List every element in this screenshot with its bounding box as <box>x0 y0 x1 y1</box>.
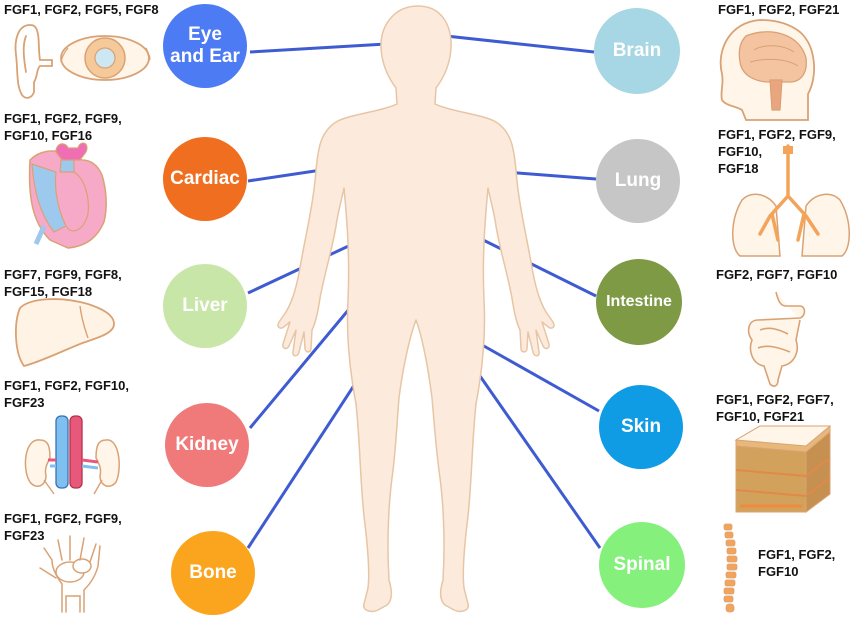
connector-spinal <box>471 365 602 549</box>
connector-skin <box>474 339 600 413</box>
connector-lung <box>504 170 597 181</box>
liver-circle: Liver <box>163 264 247 348</box>
lung-circle: Lung <box>596 139 680 223</box>
skin-factors: FGF1, FGF2, FGF7, FGF10, FGF21 <box>716 392 834 424</box>
brain-name: Brain <box>612 40 662 62</box>
spinal-factors: FGF1, FGF2, FGF10 <box>758 547 836 579</box>
skin-circle: Skin <box>599 385 683 469</box>
spinal-circle: Spinal <box>599 522 685 608</box>
cardiac-circle: Cardiac <box>163 137 247 221</box>
kidney-circle: Kidney <box>165 403 249 487</box>
ear-icon <box>14 24 53 99</box>
kidney-name: Kidney <box>175 434 239 456</box>
cardiac-factors: FGF1, FGF2, FGF9, FGF10, FGF16 <box>4 111 122 143</box>
skin-icon <box>734 425 832 513</box>
eye-ear-factors: FGF1, FGF2, FGF5, FGF8 <box>4 2 159 17</box>
eye-ear-name: Eye and Ear <box>170 24 240 67</box>
intestine-icon <box>747 291 806 387</box>
lung-name: Lung <box>614 170 662 192</box>
connector-kidney <box>248 289 367 429</box>
intestine-circle: Intestine <box>596 259 682 345</box>
kidney-factors: FGF1, FGF2, FGF10, FGF23 <box>4 378 129 410</box>
connector-lines <box>246 34 602 549</box>
eye-ear-circle: Eye and Ear <box>163 4 247 88</box>
connector-eye-ear <box>249 42 387 54</box>
brain-factors: FGF1, FGF2, FGF21 <box>718 2 840 17</box>
connector-bone <box>246 366 368 549</box>
human-body-figure <box>277 5 555 613</box>
skin-name: Skin <box>620 416 662 438</box>
liver-factors: FGF7, FGF9, FGF8, FGF15, FGF18 <box>4 267 122 299</box>
heart-icon <box>28 142 107 249</box>
lung-factors: FGF1, FGF2, FGF9, FGF10, FGF18 <box>718 127 836 176</box>
kidney-icon <box>24 415 120 495</box>
bone-name: Bone <box>189 562 237 584</box>
lung-icon <box>732 144 850 257</box>
liver-icon <box>15 298 115 368</box>
intestine-factors: FGF2, FGF7, FGF10 <box>716 267 838 282</box>
liver-name: Liver <box>182 295 228 317</box>
spinal-name: Spinal <box>613 554 671 576</box>
brain-circle: Brain <box>594 8 680 94</box>
intestine-name: Intestine <box>606 292 672 310</box>
spine-icon <box>723 523 738 613</box>
brain-icon <box>719 19 815 121</box>
body-silhouette <box>277 5 555 613</box>
connector-brain <box>445 34 595 54</box>
bone-factors: FGF1, FGF2, FGF9, FGF23 <box>4 511 122 543</box>
cardiac-name: Cardiac <box>170 168 240 190</box>
bone-circle: Bone <box>171 531 255 615</box>
eye-icon <box>60 35 151 81</box>
hand-bone-icon <box>39 535 101 613</box>
